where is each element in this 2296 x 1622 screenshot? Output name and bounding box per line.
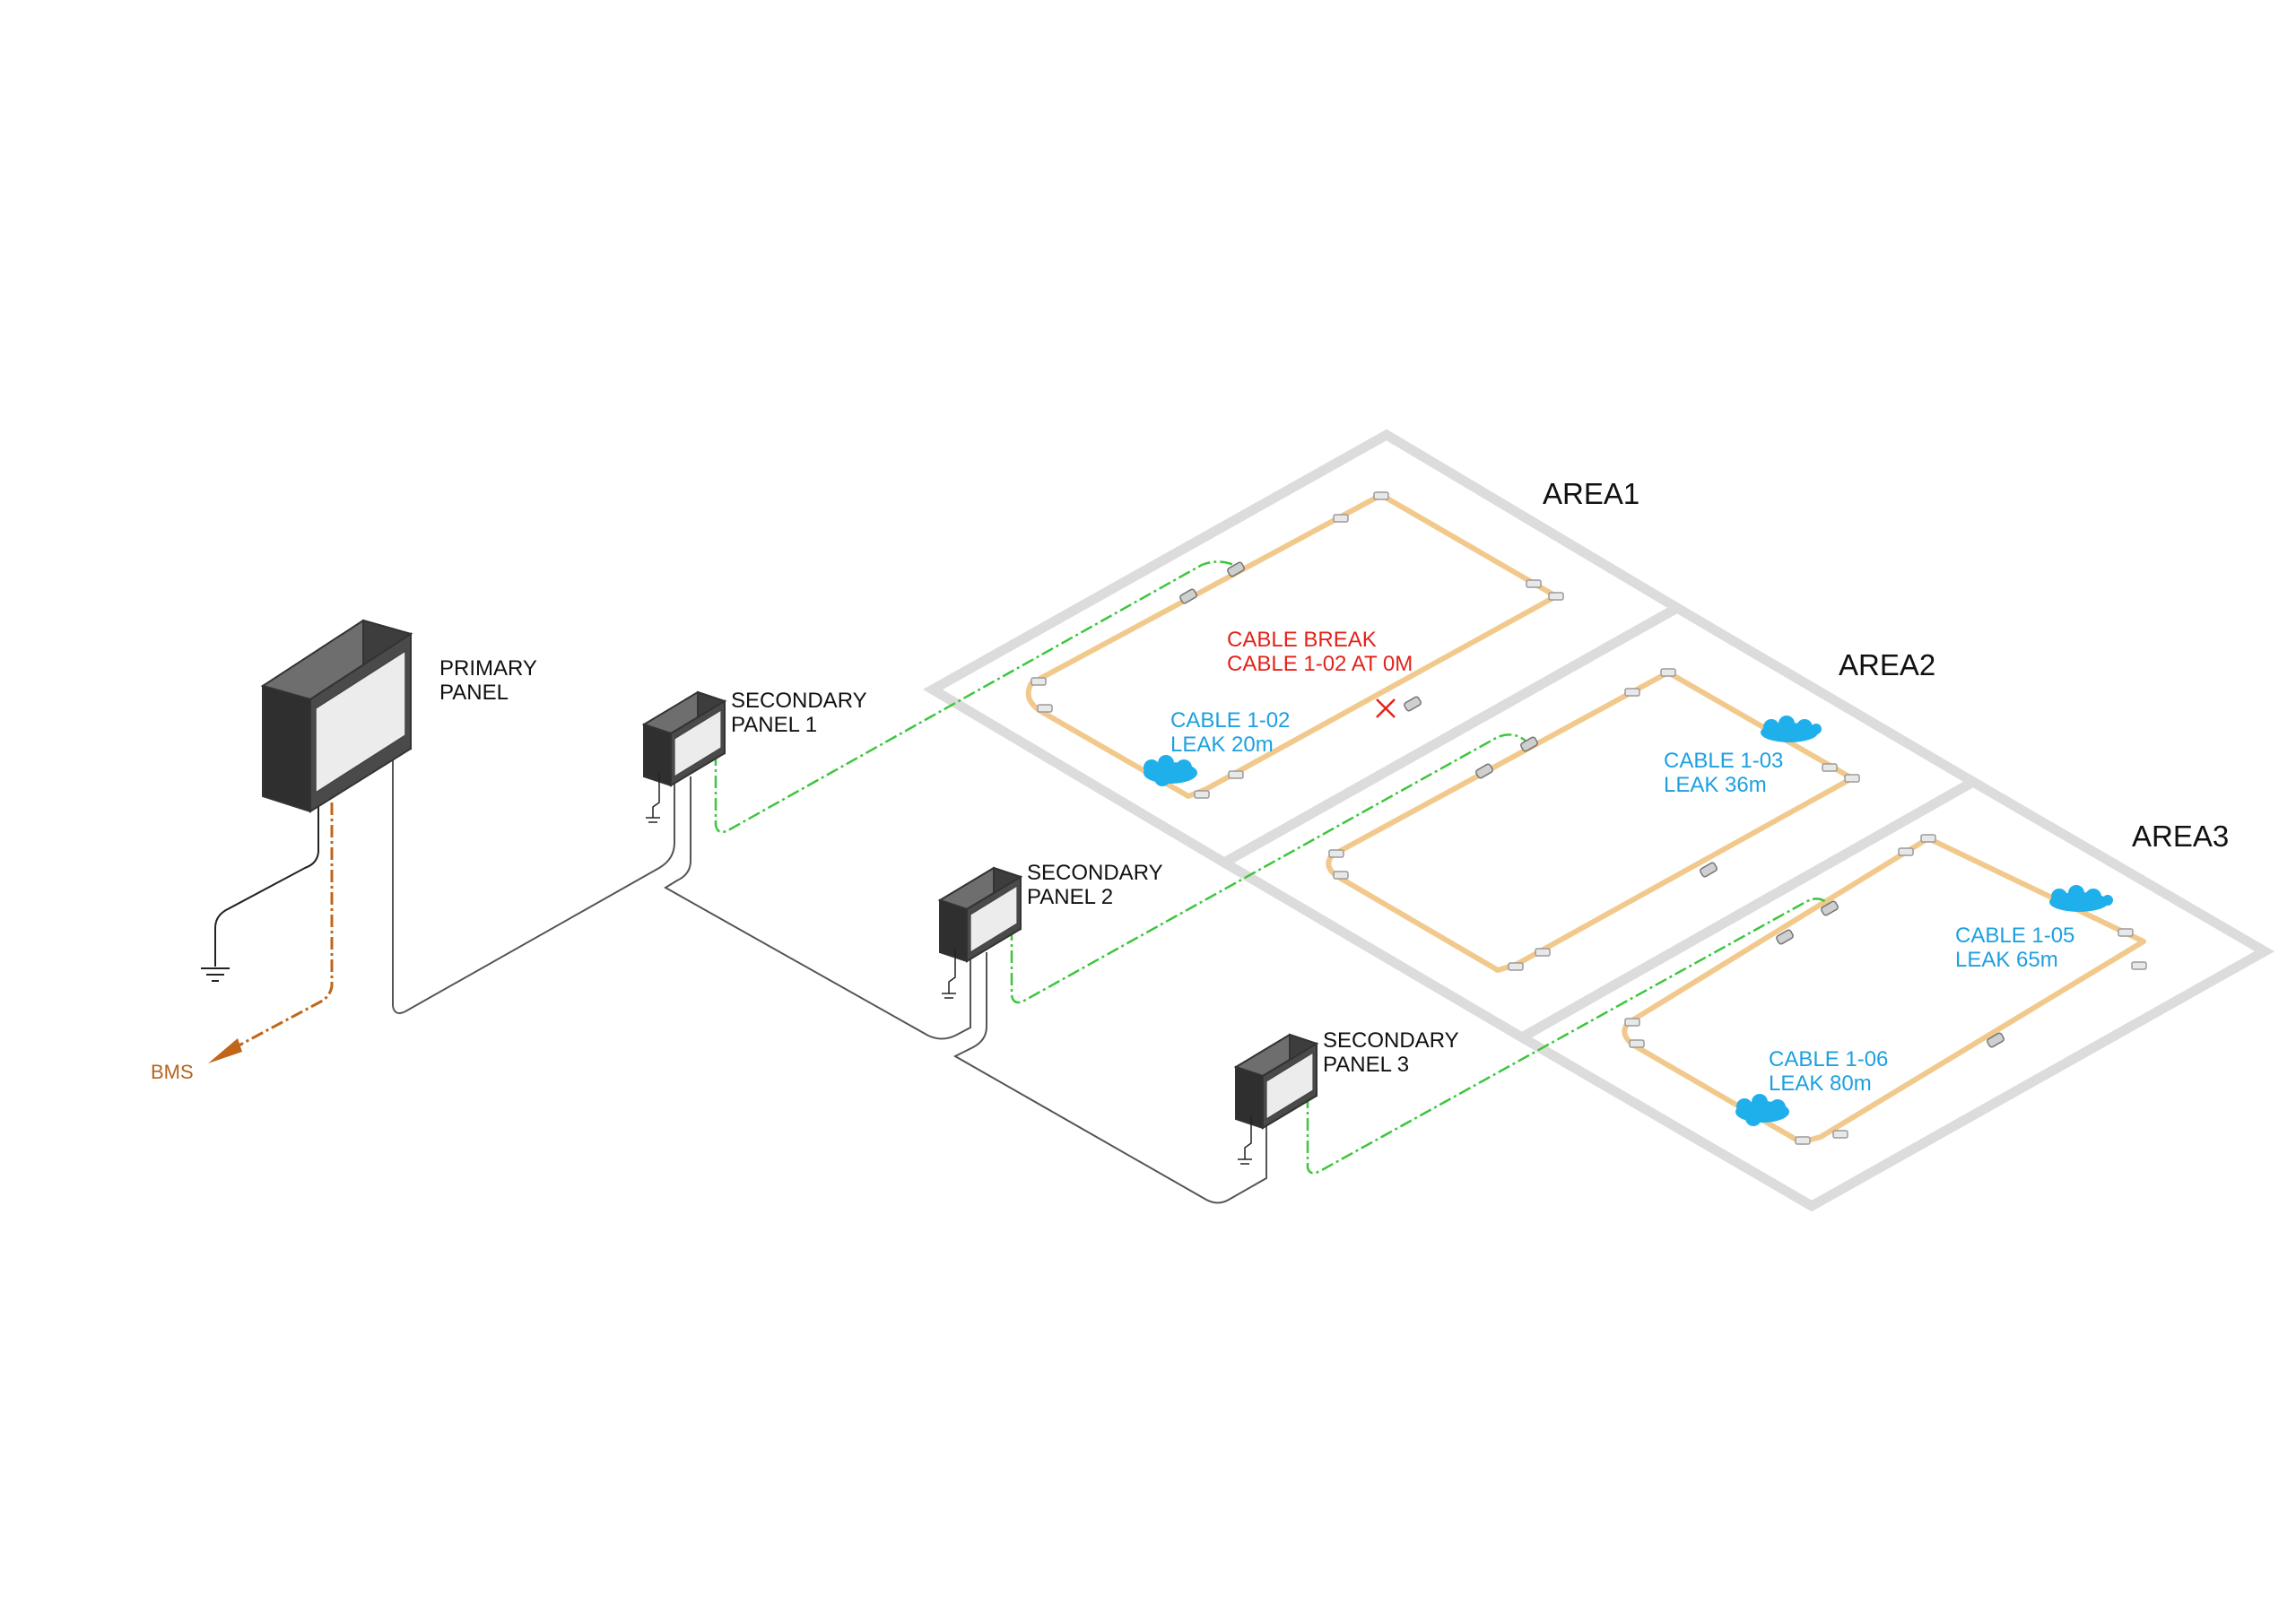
water-puddle-icon <box>1144 755 1197 786</box>
ground-icon <box>201 967 230 982</box>
leak-label-1-cable: CABLE 1-02 <box>1170 708 1291 733</box>
connector-icon <box>1402 695 1423 713</box>
cable-break-label: CABLE BREAK CABLE 1-02 AT 0M <box>1227 628 1413 676</box>
secondary-panel-3-label-line1: SECONDARY <box>1323 1028 1459 1053</box>
leak-label-3-leak: LEAK 65m <box>1955 948 2058 973</box>
arrow-icon <box>208 1038 242 1063</box>
sense-cable-area2 <box>1326 670 1855 973</box>
sense-cable-area3 <box>1622 836 2146 1145</box>
secondary-panel-3-label: SECONDARY PANEL 3 <box>1323 1028 1459 1077</box>
leak-label-1: CABLE 1-02 LEAK 20m <box>1170 708 1290 757</box>
network-cables <box>392 753 1267 1204</box>
leak-label-2: CABLE 1-03 LEAK 36m <box>1664 749 1783 797</box>
secondary-panel-2-label: SECONDARY PANEL 2 <box>1027 861 1163 909</box>
sense-cable-area1 <box>1025 492 1559 799</box>
primary-panel-label-line1: PRIMARY <box>439 656 537 681</box>
leader-cables <box>714 560 1831 1175</box>
leak-label-2-cable: CABLE 1-03 <box>1664 749 1784 773</box>
leak-label-3: CABLE 1-05 LEAK 65m <box>1955 924 2074 972</box>
water-puddle-icon <box>1761 716 1822 742</box>
leak-label-2-leak: LEAK 36m <box>1664 773 1767 798</box>
leak-label-1-leak: LEAK 20m <box>1170 733 1274 758</box>
area3-label: AREA3 <box>2132 820 2230 853</box>
area3-outline <box>1511 776 2275 1212</box>
break-x-icon <box>1376 698 1396 718</box>
leader-cable-panel1 <box>714 560 1239 834</box>
leak-label-4-leak: LEAK 80m <box>1769 1071 1872 1097</box>
network-p2-to-p3 <box>952 952 1267 1204</box>
water-puddle-icon <box>2049 885 2113 912</box>
ground-icon <box>1238 1115 1252 1165</box>
area1-label: AREA1 <box>1543 477 1640 510</box>
primary-panel-screen <box>315 649 406 794</box>
bms-line <box>228 802 334 1053</box>
bms-label: BMS <box>151 1061 194 1083</box>
water-puddle-icon <box>1735 1094 1789 1126</box>
area-outlines <box>923 429 2275 1212</box>
secondary-panel-2 <box>937 866 1023 963</box>
cable-clips <box>1031 491 2147 1145</box>
leader-cable-panel3 <box>1306 898 1831 1175</box>
area2-label: AREA2 <box>1839 648 1936 681</box>
network-primary-to-p1 <box>392 753 675 1014</box>
cable-break-label-line1: CABLE BREAK <box>1227 628 1377 652</box>
secondary-panel-2-label-line2: PANEL 2 <box>1027 885 1114 910</box>
secondary-panel-1-label: SECONDARY PANEL 1 <box>731 689 867 737</box>
ground-icon <box>942 949 956 999</box>
primary-ground-line <box>214 802 319 967</box>
secondary-panel-3 <box>1233 1033 1319 1130</box>
secondary-panel-1-label-line2: PANEL 1 <box>731 713 818 738</box>
secondary-panel-1 <box>641 690 727 787</box>
primary-panel <box>260 619 413 813</box>
secondary-panel-1-label-line1: SECONDARY <box>731 689 867 713</box>
cable-break-label-line2: CABLE 1-02 AT 0M <box>1227 652 1413 677</box>
network-p1-to-p2 <box>664 776 971 1040</box>
connector-icon <box>1474 762 1495 780</box>
ground-icon <box>646 773 660 823</box>
primary-panel-label-line2: PANEL <box>439 681 509 706</box>
leak-label-4-cable: CABLE 1-06 <box>1769 1047 1889 1071</box>
connector-icon <box>1178 587 1199 605</box>
leak-label-4: CABLE 1-06 LEAK 80m <box>1769 1047 1888 1096</box>
leak-label-3-cable: CABLE 1-05 <box>1955 924 2075 948</box>
secondary-panel-2-label-line1: SECONDARY <box>1027 861 1163 885</box>
leader-cable-panel2 <box>1010 733 1530 1004</box>
primary-panel-label: PRIMARY PANEL <box>439 656 537 705</box>
secondary-panel-3-label-line2: PANEL 3 <box>1323 1053 1410 1078</box>
